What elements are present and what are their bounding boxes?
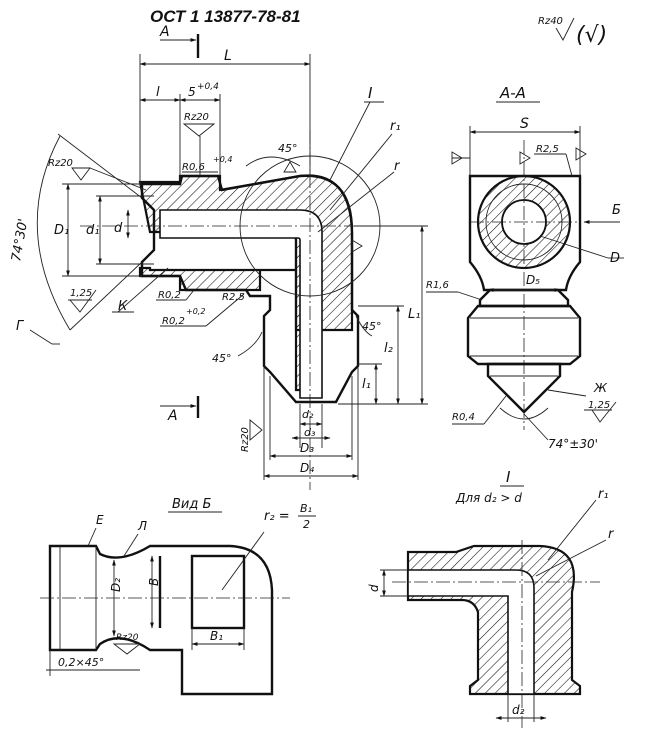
section-AA: А-А S R2,5 Б D [426,84,624,451]
detail-I-subtitle: Для d₂ > d [455,491,522,505]
dim-5-tol: +0,4 [197,82,219,92]
svg-text:(√): (√) [576,23,607,48]
svg-text:Rz40: Rz40 [538,16,563,27]
view-B-rz20: Rz20 [116,633,139,643]
section-mark-top: А [159,24,200,58]
view-B-B: B [147,578,161,586]
view-B-r2: r₂ = [264,509,290,524]
r02b-label: R0,2 [162,316,185,327]
dim-d1: d₁ [86,223,99,238]
elbow-body-lower [138,228,322,392]
aa-ra125: 1,25 [588,400,610,411]
dim-l2: l₂ [384,341,393,356]
view-B-two: 2 [303,518,310,531]
aa-r04: R0,4 [452,412,475,423]
dim-L1: L₁ [408,307,420,322]
angle-45-right: 45° [362,320,382,333]
dim-d2: d₂ [302,408,314,421]
dim-d: d [114,221,123,236]
r02b-tol: +0,2 [186,307,205,316]
view-B-B1: B₁ [210,629,223,643]
detail-I-label: I [368,84,373,102]
view-B-outline [48,544,274,696]
detail-elbow [406,544,582,696]
main-view: А А L l 5 +0,4 Rz20 R0,6 +0,4 45° [9,24,428,490]
view-B-E: Е [96,513,104,527]
dim-5: 5 [188,85,196,99]
dim-S: S [520,116,529,132]
r1-label: r₁ [390,119,401,134]
r02-label: R0,2 [158,290,181,301]
view-B: Вид Б Е Л r₂ = B₁ 2 D₂ B B₁ Rz20 0,2×45° [40,497,316,696]
dim-l1: l₁ [362,377,371,392]
view-B-L: Л [137,519,147,533]
aa-angle: 74°±30' [548,437,598,451]
label-G: Г [16,319,25,334]
general-roughness-mark: Rz40 (√) [538,16,607,48]
detail-I: I Для d₂ > d r₁ r d d₂ [367,468,615,728]
view-B-B1-frac: B₁ [300,502,312,515]
dim-l: l [156,85,160,100]
label-K: К [118,299,128,314]
detail-r1: r₁ [598,487,609,502]
view-B-D2: D₂ [109,578,123,592]
detail-r: r [608,527,615,542]
section-AA-title: А-А [499,84,526,102]
rz20-top: Rz20 [184,112,209,123]
rz20-bottom: Rz20 [240,427,251,452]
aa-r25: R2,5 [536,144,559,155]
r06-label: R0,6 [182,162,205,173]
hex-body [468,174,582,292]
angle-74-30: 74°30' [9,218,31,263]
view-B-title: Вид Б [172,497,211,512]
thread-part [466,304,582,366]
flat-rect [190,554,246,630]
aa-label-ZH: Ж [593,381,608,395]
dim-L: L [224,48,232,64]
aa-r16: R1,6 [426,280,449,291]
r25-label: R2,5 [222,292,245,303]
dim-D3: D₃ [300,441,314,455]
svg-text:А: А [167,408,178,424]
detail-I-title: I [506,468,511,486]
ra125-left: 1,25 [70,288,92,299]
angle-45-left: 45° [212,352,232,365]
view-B-chamfer: 0,2×45° [58,656,104,669]
aa-label-B: Б [612,203,621,218]
elbow-outline [140,174,360,404]
angle-45-top: 45° [278,142,298,155]
r06-tol: +0,4 [213,155,232,164]
dim-d3: d₃ [304,426,316,439]
r-label: r [394,159,401,174]
dim-D4: D₄ [300,461,314,475]
document-title: ОСТ 1 13877-78-81 [150,7,301,26]
rz20-left: Rz20 [48,158,73,169]
dim-D1: D₁ [54,223,69,238]
aa-label-D: D [610,251,620,266]
section-mark-bottom: А [160,396,200,424]
detail-d2: d₂ [512,703,525,717]
aa-D5: D₅ [526,273,540,287]
detail-d: d [367,584,381,592]
svg-text:А: А [159,24,170,40]
